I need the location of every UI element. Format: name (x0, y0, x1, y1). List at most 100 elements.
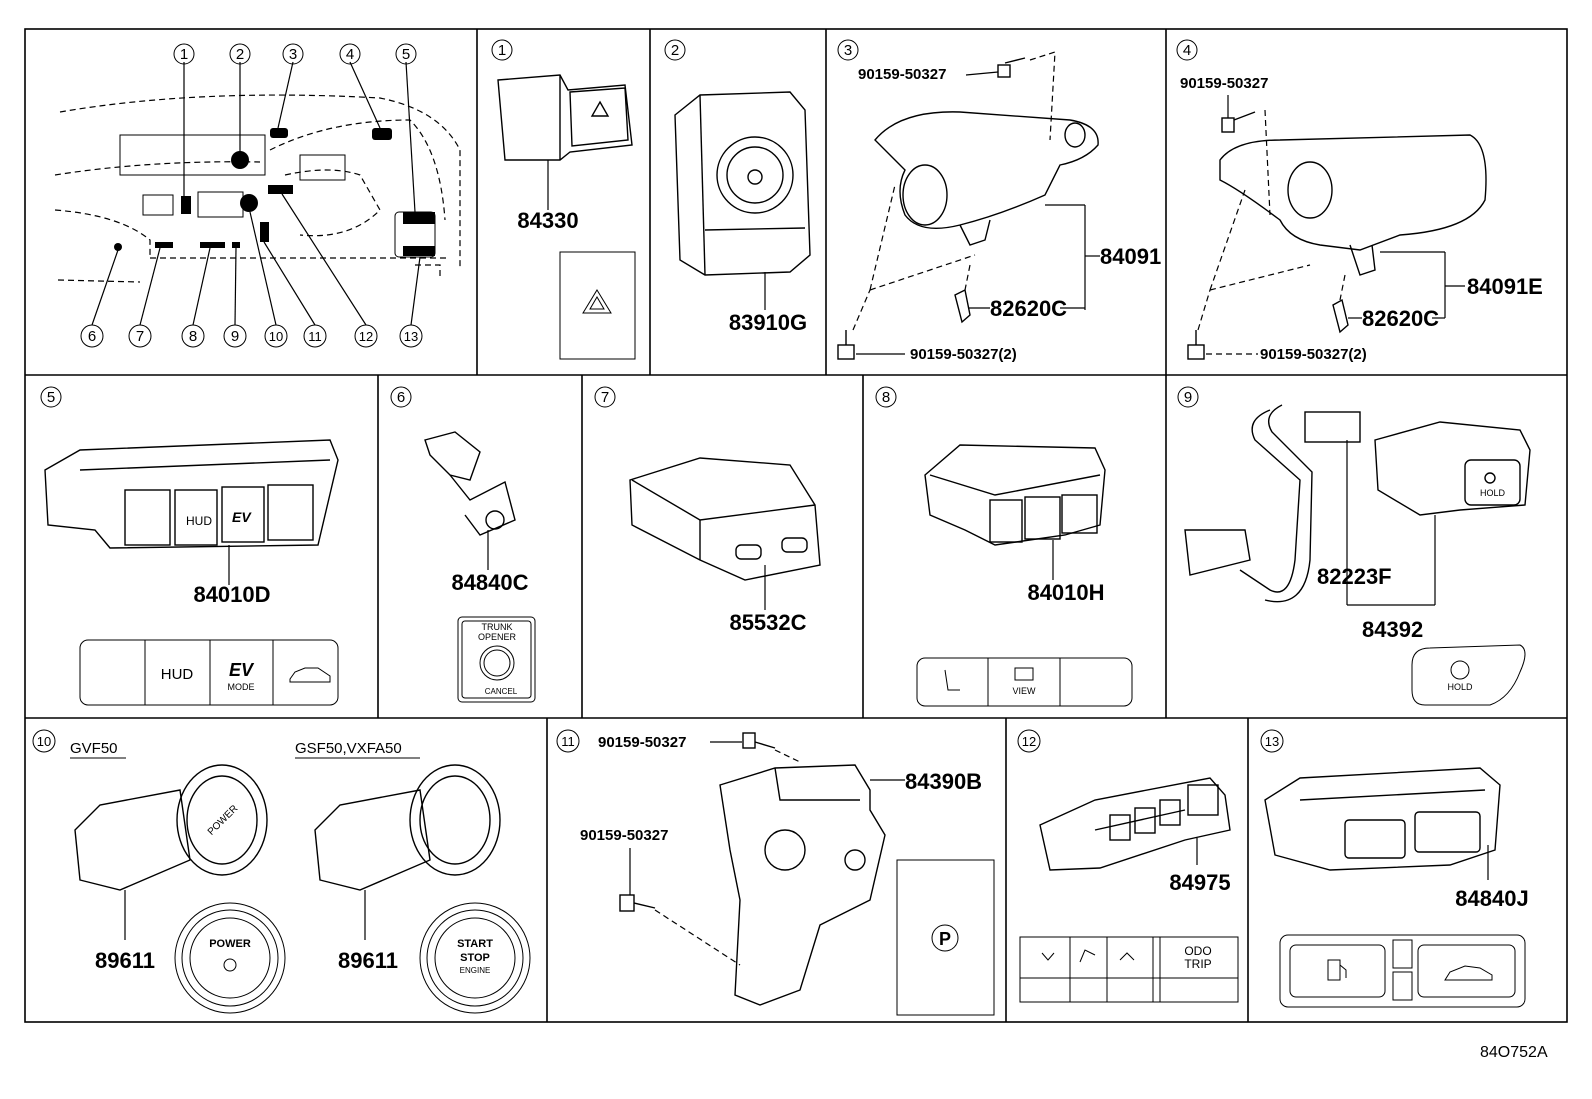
panel-6: 6 84840C TRUNK OPENER CANCEL (390, 386, 536, 703)
engine-label: ENGINE (460, 966, 491, 975)
overview-callout-4: 4 (346, 46, 354, 63)
model-gvf50: GVF50 (70, 740, 118, 757)
chevron-down-icon (1041, 952, 1055, 961)
part-84091: 84091 (1100, 244, 1161, 269)
panel-2-number: 2 (671, 42, 679, 59)
hold-label-small: HOLD (1480, 488, 1506, 498)
view-label: VIEW (1012, 686, 1036, 696)
dashboard-overview: 1 2 3 4 5 6 7 8 9 10 11 12 13 (54, 43, 461, 348)
seat-view-switch-drawing (924, 444, 1106, 546)
parking-face (896, 859, 995, 1016)
chevron-up-icon (1119, 952, 1135, 961)
panel-7: 7 85532C (594, 386, 821, 635)
hazard-switch-face (559, 251, 636, 360)
panel-11-number: 11 (561, 734, 575, 749)
seat-view-face: VIEW (916, 657, 1133, 707)
overview-callout-5: 5 (402, 46, 410, 63)
phone-icon (1079, 949, 1096, 963)
hazard-icon (582, 289, 612, 314)
trunk-opener-switch-drawing (424, 431, 516, 536)
trip-label: TRIP (1184, 957, 1211, 971)
part-84840J: 84840J (1455, 886, 1528, 911)
fuel-door-icon (1327, 959, 1347, 981)
panel-12: 12 84975 ODO TRIP (1017, 729, 1239, 1003)
hud-label-small: HUD (186, 514, 212, 528)
overview-callout-7: 7 (136, 328, 144, 345)
part-3-bolt-bottom: 90159-50327(2) (910, 346, 1017, 363)
drive-mode-switch-drawing (874, 111, 1099, 246)
overview-callout-13: 13 (404, 329, 418, 344)
panel-9: 9 HOLD 82223F 84392 HOLD (1177, 386, 1531, 706)
part-82620C-3: 82620C (990, 296, 1067, 321)
ev-label-small: EV (232, 509, 252, 525)
power-icon (223, 958, 237, 972)
panel-7-number: 7 (601, 389, 609, 406)
part-84392: 84392 (1362, 617, 1423, 642)
power-label: POWER (209, 938, 251, 950)
panel-10: 10 GVF50 GSF50,VXFA50 POWER 89611 89611 … (32, 729, 531, 1014)
trunk-open-icon (1444, 965, 1493, 981)
start-stop-button-face: START STOP ENGINE (419, 902, 531, 1014)
fuel-trunk-switch-drawing (1264, 767, 1501, 871)
panel-1-number: 1 (498, 42, 506, 59)
power-label-small: POWER (206, 803, 240, 837)
overview-callout-12: 12 (359, 329, 373, 344)
part-89611-start: 89611 (338, 948, 398, 973)
panel-5: 5 HUD EV 84010D HUD EV MODE (40, 386, 339, 706)
panel-3: 3 90159-50327 84091 82620C 90159-50327(2… (837, 39, 1161, 363)
overview-callout-3: 3 (289, 46, 297, 63)
part-85532C: 85532C (729, 610, 806, 635)
overview-callout-2: 2 (236, 46, 244, 63)
panel-grid (24, 28, 1568, 1023)
part-4-bolt-bottom: 90159-50327(2) (1260, 346, 1367, 363)
seat-heater-icon (944, 669, 960, 691)
part-83910G: 83910G (729, 310, 807, 335)
overview-callout-1: 1 (180, 46, 188, 63)
part-84840C: 84840C (451, 570, 528, 595)
model-gsf50-vxfa50: GSF50,VXFA50 (295, 740, 402, 757)
overview-callouts: 1 2 3 4 5 6 7 8 9 10 11 12 13 (80, 43, 423, 348)
panel-12-number: 12 (1022, 734, 1036, 749)
trunk-label: TRUNK (482, 622, 513, 632)
part-84975: 84975 (1169, 870, 1230, 895)
start-stop-switch-drawing (314, 764, 501, 891)
part-84390B: 84390B (905, 769, 982, 794)
panel-13-number: 13 (1265, 734, 1279, 749)
hud-switch-drawing (44, 439, 339, 549)
diagram-id: 84O752A (1480, 1044, 1548, 1061)
hud-switch-face: HUD EV MODE (79, 639, 339, 706)
parking-p-label: P (939, 929, 951, 949)
part-4-bolt-top: 90159-50327 (1180, 75, 1268, 92)
usb-port-drawing (629, 457, 821, 581)
panel-3-number: 3 (844, 42, 852, 59)
panel-2: 2 83910G (664, 39, 811, 335)
start-label: START (457, 938, 493, 950)
overview-callout-8: 8 (189, 328, 197, 345)
panel-4: 4 90159-50327 84091E 82620C 90159-50327(… (1176, 39, 1543, 363)
screw-bottom (837, 330, 855, 360)
panel-8-number: 8 (882, 389, 890, 406)
stop-label: STOP (460, 952, 490, 964)
trunk-car-icon (289, 667, 331, 683)
fuel-trunk-face (1279, 934, 1526, 1008)
hold-label: HOLD (1447, 682, 1473, 692)
panel-10-number: 10 (37, 734, 51, 749)
trunk-opener-face: TRUNK OPENER CANCEL (457, 616, 536, 703)
part-82620C-4: 82620C (1362, 306, 1439, 331)
part-84010H: 84010H (1027, 580, 1104, 605)
overview-callout-9: 9 (231, 328, 239, 345)
odo-switch-drawing (1039, 777, 1231, 871)
panel-8: 8 84010H VIEW (875, 386, 1133, 707)
part-84010D: 84010D (193, 582, 270, 607)
overview-callout-11: 11 (308, 329, 322, 344)
power-button-face: POWER (174, 902, 286, 1014)
part-84330: 84330 (517, 208, 578, 233)
panel-11: 11 90159-50327 84390B 90159-50327 P (556, 729, 995, 1016)
panel-13: 13 84840J (1260, 729, 1529, 1008)
clip-82620c (954, 288, 971, 324)
ev-mode-label: MODE (228, 682, 255, 692)
module-83910g-drawing (674, 91, 811, 276)
hazard-switch-drawing (497, 74, 633, 161)
odo-label: ODO (1184, 944, 1211, 958)
